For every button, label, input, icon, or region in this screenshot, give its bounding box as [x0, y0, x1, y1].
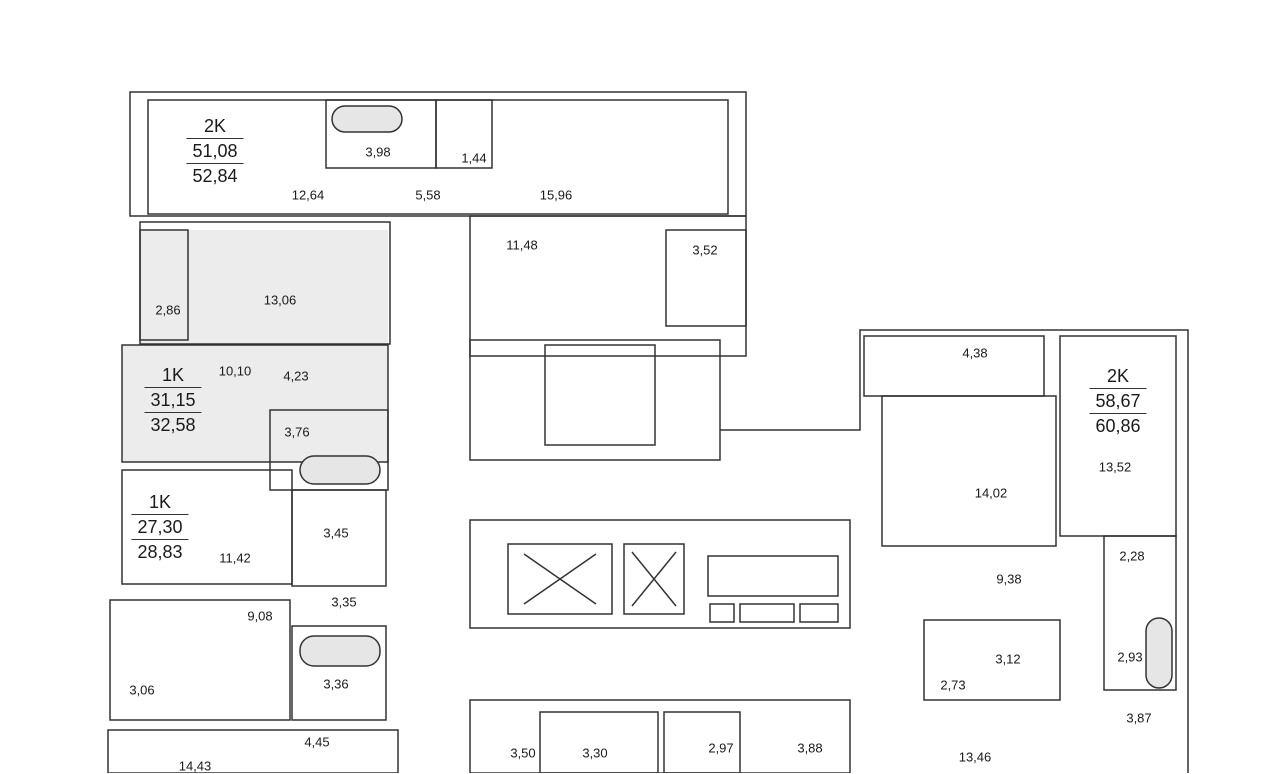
room-area: 2,28 [1119, 548, 1145, 564]
room-area: 9,08 [247, 608, 273, 624]
room-area: 3,87 [1126, 710, 1152, 726]
room-area: 2,97 [708, 740, 734, 756]
room-area: 12,64 [291, 187, 325, 203]
room-area: 3,50 [510, 745, 536, 761]
apartment-label-1k-b: 1K 27,30 28,83 [131, 490, 189, 564]
apartment-type: 1K [161, 365, 185, 385]
apartment-type: 2K [203, 116, 227, 136]
room-area: 4,38 [962, 345, 988, 361]
apartment-living-area: 31,15 [144, 387, 202, 413]
room-area: 3,52 [692, 242, 718, 258]
room-area: 13,46 [958, 749, 992, 765]
apartment-label-2k-west: 2K 51,08 52,84 [186, 114, 244, 188]
room-area: 2,86 [155, 302, 181, 318]
apartment-total-area: 52,84 [192, 166, 238, 186]
apartment-living-area: 27,30 [131, 514, 189, 540]
room-area: 14,43 [178, 758, 212, 774]
apartment-total-area: 28,83 [137, 542, 183, 562]
room-area: 11,42 [219, 550, 251, 566]
room-area: 1,44 [461, 150, 487, 166]
apartment-living-area: 58,67 [1089, 388, 1147, 414]
walls [107, 91, 1189, 773]
room-area: 4,45 [304, 734, 330, 750]
room-area: 3,45 [323, 525, 349, 541]
room-area: 9,38 [996, 571, 1022, 587]
room-area: 15,96 [539, 187, 573, 203]
room-area: 14,02 [974, 485, 1008, 501]
room-area: 3,36 [323, 676, 349, 692]
room-area: 3,98 [365, 144, 391, 160]
apartment-total-area: 32,58 [150, 415, 196, 435]
apartment-living-area: 51,08 [186, 138, 244, 164]
room-area: 3,12 [995, 651, 1021, 667]
room-area: 13,52 [1098, 459, 1132, 475]
room-area: 3,06 [129, 682, 155, 698]
apartment-label-2k-east: 2K 58,67 60,86 [1089, 364, 1147, 438]
apartment-label-1k-a: 1K 31,15 32,58 [144, 363, 202, 437]
room-area: 2,73 [940, 677, 966, 693]
apartment-total-area: 60,86 [1095, 416, 1141, 436]
room-area: 3,30 [582, 745, 608, 761]
apartment-type: 1K [148, 492, 172, 512]
room-area: 10,10 [218, 363, 252, 379]
apartment-type: 2K [1106, 366, 1130, 386]
room-area: 4,23 [283, 368, 309, 384]
room-area: 11,48 [506, 237, 538, 253]
room-area: 13,06 [263, 292, 297, 308]
room-area: 5,58 [415, 187, 441, 203]
room-area: 3,76 [284, 424, 310, 440]
room-area: 3,88 [797, 740, 823, 756]
room-area: 2,93 [1117, 649, 1143, 665]
room-area: 3,35 [331, 594, 357, 610]
